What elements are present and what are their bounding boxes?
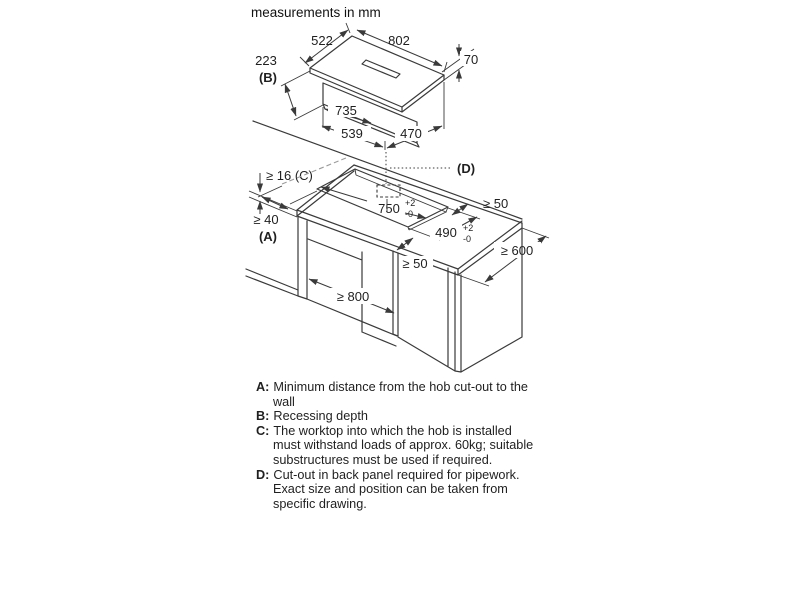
- dim-recess-depth: 223: [255, 53, 277, 68]
- dim-cutout-depth: 490: [435, 225, 457, 240]
- dim-hob-depth: 522: [311, 33, 333, 48]
- page-title: measurements in mm: [251, 5, 381, 20]
- legend: A:Minimum distance from the hob cut-out …: [256, 380, 542, 511]
- dim-hob-height: 70: [464, 52, 478, 67]
- pipework-cutout: [376, 184, 401, 198]
- worktop-cabinet-drawing: ≥ 16 (C) ≥ 40 (A) 750 +2 -0 490 +2 -0 ≥ …: [245, 120, 550, 373]
- hob-cutout: [316, 168, 449, 228]
- legend-item-d: D:Cut-out in back panel required for pip…: [256, 467, 520, 511]
- ref-label-a: (A): [259, 229, 277, 244]
- ref-label-d: (D): [457, 161, 475, 176]
- cabinet-right-panel: [397, 227, 523, 373]
- dim-clearance-back: ≥ 50: [483, 196, 508, 211]
- dim-cutout-depth-tol-plus: +2: [463, 223, 473, 233]
- side-wall-hidden-line: [281, 157, 347, 185]
- vent-slot: [361, 59, 401, 79]
- legend-item-b: B:Recessing depth: [256, 409, 368, 424]
- dim-cutout-depth-tol-minus: -0: [463, 234, 471, 244]
- cabinet-divider-panel: [392, 250, 399, 337]
- legend-item-c: C:The worktop into which the hob is inst…: [256, 423, 534, 467]
- legend-item-a: A:Minimum distance from the hob cut-out …: [256, 380, 528, 409]
- dim-base-width: 735: [335, 103, 357, 118]
- dim-duct-left: 539: [341, 126, 363, 141]
- dim-cutout-width-tol-plus: +2: [405, 198, 415, 208]
- wall-base-line: [245, 268, 299, 297]
- dim-hob-width: 802: [388, 33, 410, 48]
- hob-drawing: 522 802 223 (B) 70 735: [255, 22, 482, 184]
- dim-worktop-thickness: ≥ 16 (C): [266, 168, 313, 183]
- wall-line: [252, 120, 523, 220]
- cabinet-left-panel: [297, 216, 308, 300]
- dim-cutout-width: 750: [378, 201, 400, 216]
- dim-duct-right: 470: [400, 126, 422, 141]
- dim-clearance-front: ≥ 50: [402, 256, 427, 271]
- dim-counter-depth: ≥ 600: [501, 243, 533, 258]
- ref-label-b: (B): [259, 70, 277, 85]
- dim-cabinet-width: ≥ 800: [337, 289, 369, 304]
- dim-wall-distance: ≥ 40: [253, 212, 278, 227]
- dim-cutout-width-tol-minus: -0: [405, 209, 413, 219]
